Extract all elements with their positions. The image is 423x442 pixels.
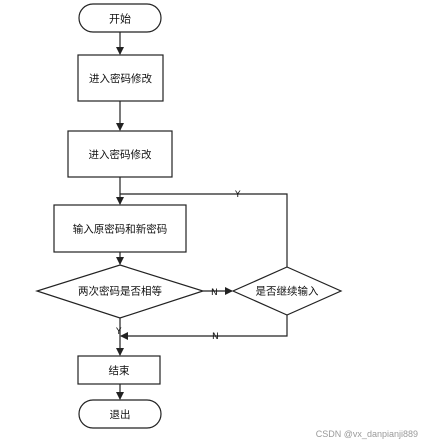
- edge-continue-no-back: [120, 315, 288, 340]
- start-node: 开始: [78, 3, 162, 33]
- edge-continue-yes-loop: [120, 193, 288, 267]
- decision-passwords-equal: 两次密码是否相等: [35, 264, 205, 319]
- start-label: 开始: [109, 12, 131, 26]
- edge-label-yes-down: Y: [115, 327, 122, 337]
- decision-equal-label: 两次密码是否相等: [78, 285, 162, 298]
- process-label-1: 进入密码修改: [89, 72, 152, 85]
- process-input-passwords: 输入原密码和新密码: [53, 204, 187, 253]
- watermark: CSDN @vx_danpianji889: [316, 429, 418, 439]
- end-label: 结束: [109, 364, 130, 377]
- process-enter-password-1: 进入密码修改: [77, 54, 164, 102]
- process-end: 结束: [77, 355, 161, 385]
- exit-node: 退出: [78, 399, 162, 429]
- decision-continue-label: 是否继续输入: [256, 285, 319, 298]
- exit-label: 退出: [110, 408, 131, 421]
- process-label-2: 进入密码修改: [89, 148, 152, 161]
- edge-label-no-back: N: [212, 332, 219, 342]
- edge-label-yes-loop: Y: [234, 190, 241, 200]
- input-label: 输入原密码和新密码: [73, 223, 168, 236]
- edge-label-no-right: N: [211, 288, 218, 298]
- process-enter-password-2: 进入密码修改: [67, 130, 173, 178]
- decision-continue-input: 是否继续输入: [231, 266, 343, 316]
